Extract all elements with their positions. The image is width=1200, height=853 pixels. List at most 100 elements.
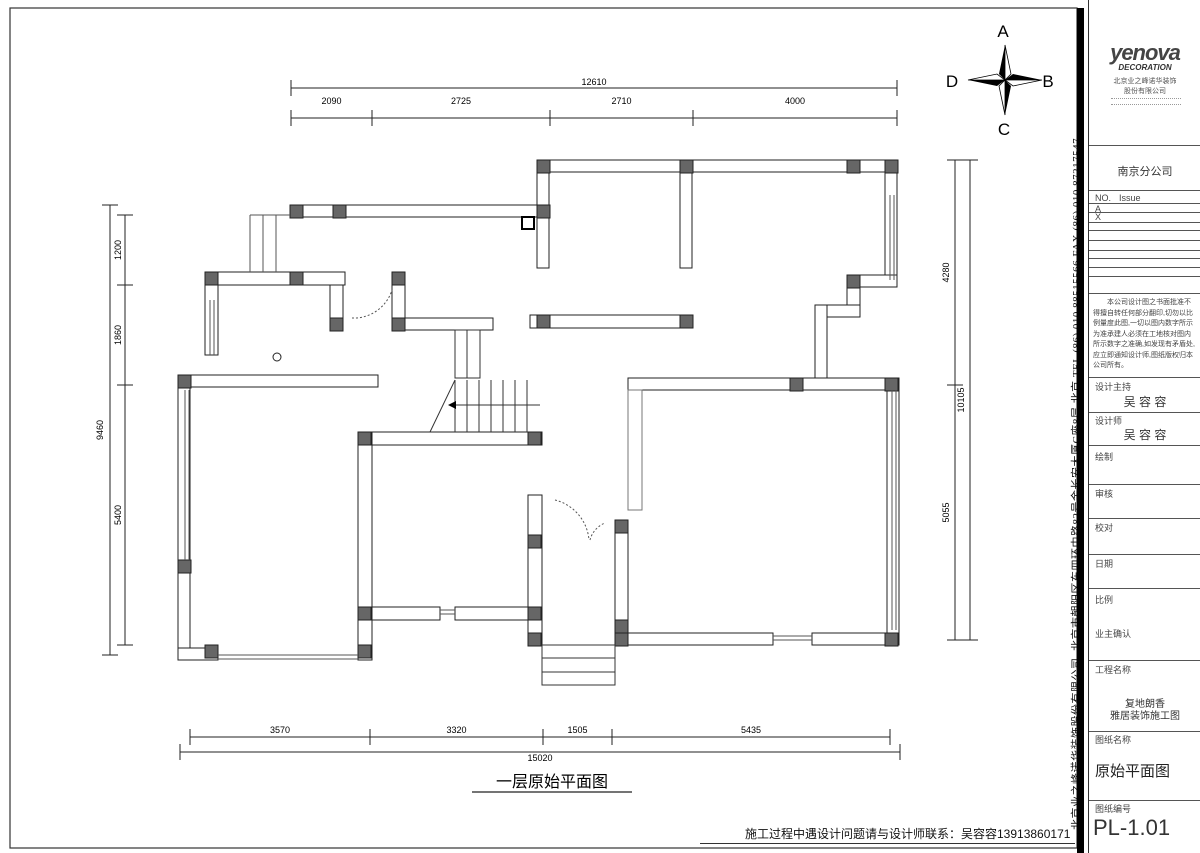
compass-north-label: A: [997, 22, 1009, 41]
wall: [527, 494, 543, 646]
column: [614, 519, 629, 534]
column: [614, 619, 629, 634]
dimension-label: 5435: [741, 725, 761, 735]
arrow-icon: [448, 401, 456, 409]
column: [329, 317, 344, 332]
column: [357, 431, 372, 446]
wall: [814, 304, 828, 391]
column: [204, 644, 219, 659]
company-name: 北京业之峰诺华装饰: [1113, 78, 1177, 85]
company-english: [1111, 98, 1181, 105]
project-name-1: 复地朗香: [1125, 699, 1165, 710]
door-swing: [351, 289, 393, 319]
designer-label: 设计师: [1095, 416, 1123, 426]
wall: [811, 632, 900, 646]
column: [357, 644, 372, 659]
drawn-label: 绘制: [1095, 452, 1114, 462]
stair-break-line: [429, 379, 456, 433]
dimension-label: 2725: [451, 96, 471, 106]
wall: [627, 632, 774, 646]
dimension-label: 1200: [113, 240, 123, 260]
compass-east-label: B: [1042, 72, 1053, 91]
column: [789, 377, 804, 392]
dimension-lines: 12610 2090 2725 2710 4000 3570 3320 1505 5435 150…: [95, 77, 978, 763]
column: [527, 632, 542, 647]
copyright-notice: 本公司设计图之书面批准不得擅自转任何部分翻印,切勿以比例量度此图,一切以图内数字…: [1093, 299, 1195, 369]
column: [332, 204, 347, 219]
dimension-label: 10105: [956, 387, 966, 412]
dimension-label: 5055: [941, 502, 951, 522]
compass-west-label: D: [946, 72, 958, 91]
column: [846, 274, 861, 289]
column: [846, 159, 861, 174]
wall: [454, 606, 529, 621]
column: [614, 632, 629, 647]
dimension-label: 3570: [270, 725, 290, 735]
column: [679, 159, 694, 174]
drawing-name: 原始平面图: [1095, 763, 1171, 780]
issue-row: A: [1095, 204, 1102, 214]
owner-confirm-label: 业主确认: [1095, 629, 1132, 639]
drain-icon: [272, 352, 282, 362]
column: [527, 431, 542, 446]
project-label: 工程名称: [1095, 665, 1132, 675]
column: [884, 377, 899, 392]
wall: [371, 606, 441, 621]
review-label: 审核: [1095, 489, 1114, 499]
issue-header: Issue: [1119, 193, 1141, 203]
wall: [177, 374, 379, 388]
footer-line: [700, 843, 1075, 844]
dimension-label: 1505: [567, 725, 587, 735]
column: [536, 314, 551, 329]
column: [204, 271, 219, 286]
drawing-number: PL-1.01: [1093, 815, 1171, 840]
branch-name: 南京分公司: [1117, 166, 1173, 178]
dimension-label: 4000: [785, 96, 805, 106]
design-lead: 吴 容 容: [1123, 395, 1167, 409]
company-logo: yenova: [1110, 40, 1181, 65]
dimension-label: 12610: [581, 77, 606, 87]
issue-row: X: [1095, 212, 1102, 222]
wall: [884, 159, 898, 284]
column: [536, 159, 551, 174]
compass-south-label: C: [998, 120, 1010, 139]
drawing-title: 一层原始平面图: [496, 773, 608, 791]
wall: [204, 271, 346, 286]
dimension-label: 5400: [113, 505, 123, 525]
dimension-label: 9460: [95, 420, 105, 440]
dimension-label: 4280: [941, 262, 951, 282]
column: [357, 606, 372, 621]
compass-icon: A B C D: [946, 22, 1054, 139]
door-swing: [554, 499, 590, 541]
wall: [357, 431, 543, 446]
check-label: 校对: [1095, 523, 1114, 533]
black-bar: [1077, 8, 1084, 853]
entry-steps: [541, 644, 616, 686]
wall: [679, 171, 693, 269]
wall: [529, 314, 693, 329]
wall: [177, 374, 191, 661]
dimension-label: 15020: [527, 753, 552, 763]
wall: [357, 431, 373, 661]
dimension-label: 2090: [321, 96, 341, 106]
column: [391, 271, 406, 286]
project-name-2: 雅居装饰施工图: [1110, 711, 1180, 722]
design-lead-label: 设计主持: [1095, 382, 1132, 392]
footer-note: 施工过程中遇设计问题请与设计师联系：吴容容13913860171: [745, 827, 1071, 841]
column: [289, 271, 304, 286]
column: [177, 559, 192, 574]
scale-label: 比例: [1095, 595, 1114, 605]
title-block: yenova DECORATION 北京业之峰诺华装饰 股份有限公司 南京分公司…: [1088, 0, 1200, 853]
drawing-name-label: 图纸名称: [1095, 735, 1132, 745]
logo-subtitle: DECORATION: [1118, 63, 1172, 72]
dimension-label: 3320: [446, 725, 466, 735]
dimension-label: 1860: [113, 325, 123, 345]
column: [527, 606, 542, 621]
column: [536, 204, 551, 219]
issue-no-header: NO.: [1095, 193, 1112, 203]
wall: [886, 377, 900, 646]
dimension-label: 2710: [611, 96, 631, 106]
column: [527, 534, 542, 549]
wall: [289, 204, 538, 218]
